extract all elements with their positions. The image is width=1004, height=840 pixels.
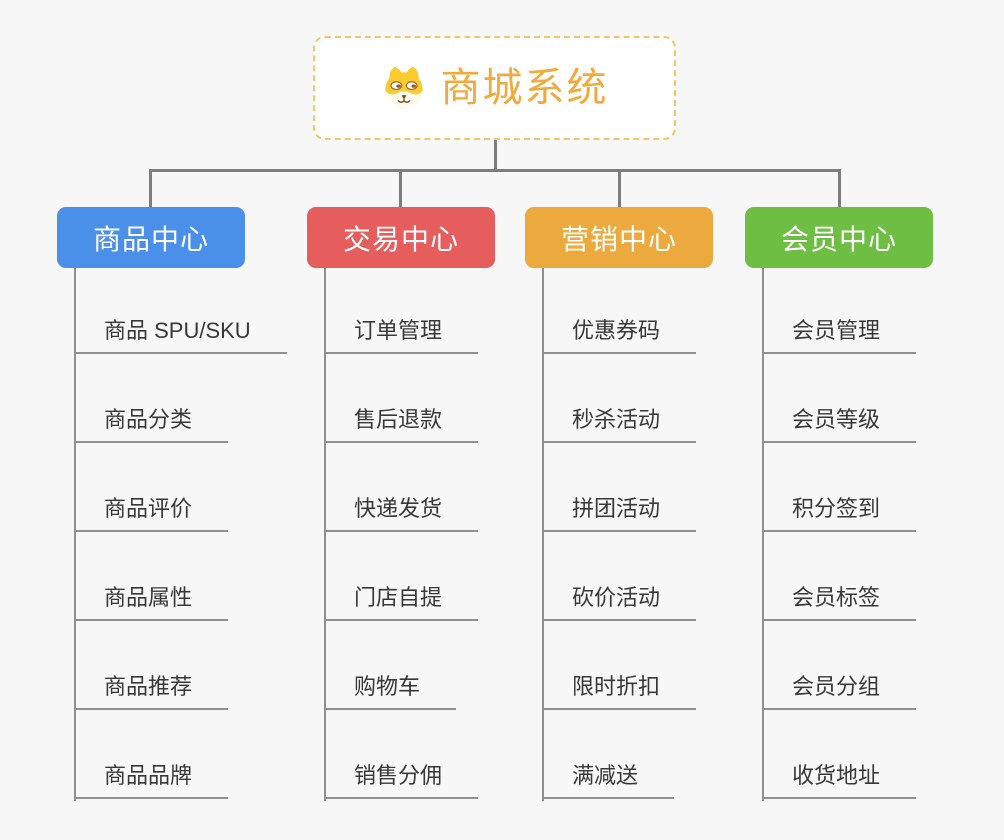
branch-trunk-line (74, 268, 76, 801)
leaf-node[interactable]: 会员管理 (762, 316, 917, 354)
leaf-node[interactable]: 商品品牌 (74, 761, 229, 799)
connector-drop-member (838, 169, 841, 210)
leaf-node[interactable]: 商品评价 (74, 494, 229, 532)
leaf-node[interactable]: 销售分佣 (324, 761, 479, 799)
connector-drop-product (149, 169, 152, 210)
connector-drop-trade (399, 169, 402, 210)
leaf-node[interactable]: 会员分组 (762, 672, 917, 710)
branch-trunk-line (762, 268, 764, 801)
branch-header-member-center[interactable]: 会员中心 (745, 207, 933, 268)
branch-trunk-line (542, 268, 544, 801)
root-title: 商城系统 (440, 66, 609, 110)
leaf-node[interactable]: 会员标签 (762, 583, 917, 621)
leaf-node[interactable]: 满减送 (542, 761, 675, 799)
leaf-node[interactable]: 积分签到 (762, 494, 917, 532)
branch-header-marketing-center[interactable]: 营销中心 (525, 207, 713, 268)
branch-header-trade-center[interactable]: 交易中心 (307, 207, 495, 268)
root-node-mall-system[interactable]: 商城系统 (313, 36, 676, 140)
connector-root-stem (494, 139, 497, 170)
leaf-node[interactable]: 购物车 (324, 672, 457, 710)
leaf-node[interactable]: 限时折扣 (542, 672, 697, 710)
leaf-node[interactable]: 商品推荐 (74, 672, 229, 710)
leaf-node[interactable]: 优惠券码 (542, 316, 697, 354)
leaf-node[interactable]: 商品 SPU/SKU (74, 316, 287, 354)
leaf-node[interactable]: 售后退款 (324, 405, 479, 443)
leaf-node[interactable]: 秒杀活动 (542, 405, 697, 443)
leaf-node[interactable]: 商品分类 (74, 405, 229, 443)
branch-header-product-center[interactable]: 商品中心 (57, 207, 245, 268)
leaf-node[interactable]: 会员等级 (762, 405, 917, 443)
connector-drop-marketing (618, 169, 621, 210)
leaf-node[interactable]: 收货地址 (762, 761, 917, 799)
leaf-node[interactable]: 门店自提 (324, 583, 479, 621)
leaf-node[interactable]: 拼团活动 (542, 494, 697, 532)
leaf-node[interactable]: 砍价活动 (542, 583, 697, 621)
shiba-dog-icon (384, 66, 423, 110)
branch-trunk-line (324, 268, 326, 801)
leaf-node[interactable]: 商品属性 (74, 583, 229, 621)
connector-rail (150, 169, 841, 172)
leaf-node[interactable]: 快递发货 (324, 494, 479, 532)
leaf-node[interactable]: 订单管理 (324, 316, 479, 354)
